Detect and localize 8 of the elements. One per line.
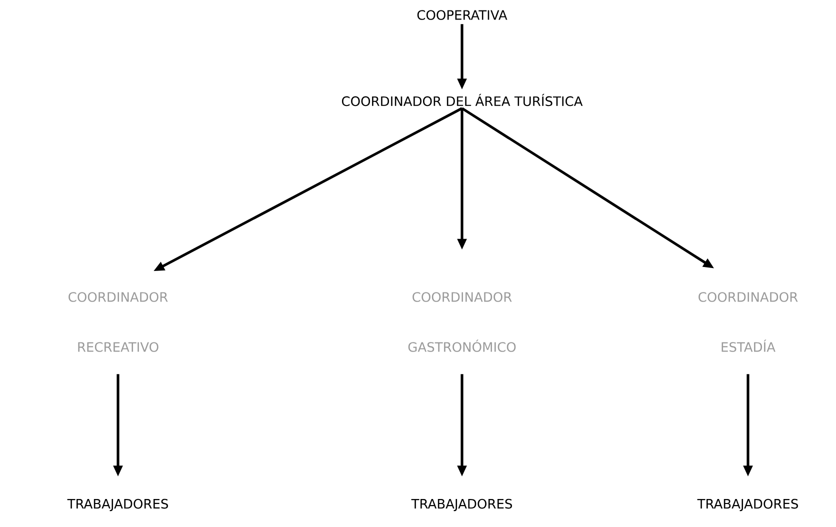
node-label: TRABAJADORES xyxy=(67,498,168,512)
node-label: COORDINADOR RECREATIVO xyxy=(68,292,168,352)
node-label: COORDINADOR GASTRONÓMICO xyxy=(408,292,516,352)
node-label: COOPERATIVA xyxy=(417,10,508,20)
node-label: TRABAJADORES xyxy=(411,498,512,512)
node-label: COORDINADOR DEL ÁREA TURÍSTICA xyxy=(342,94,583,106)
node-label: COORDINADOR ESTADÍA xyxy=(698,292,798,352)
node-label: TRABAJADORES xyxy=(697,498,798,512)
